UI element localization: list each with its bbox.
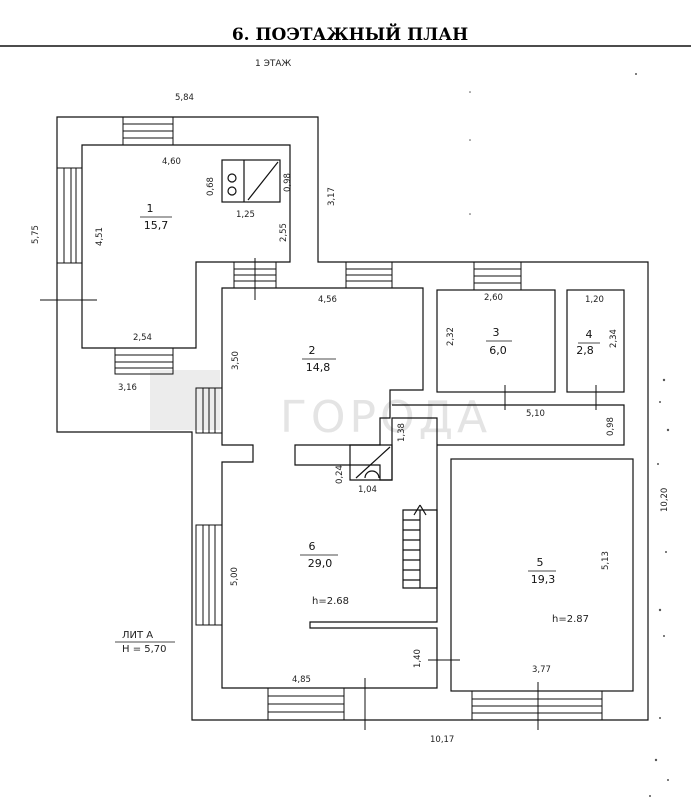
dim-label: 3,17	[327, 187, 337, 206]
dim-label: 10,20	[660, 488, 670, 512]
dim-label: 2,34	[609, 329, 619, 348]
dim-label: 1,40	[413, 649, 423, 668]
page-title: 6. ПОЭТАЖНЫЙ ПЛАН	[232, 23, 468, 45]
room-4-number: 4	[586, 328, 593, 341]
lit-height: Н = 5,70	[122, 644, 167, 655]
dim-label: 0,24	[335, 465, 345, 484]
room-5-height: h=2.87	[552, 614, 589, 625]
room-labels: 1 15,7 2 14,8 3 6,0 4 2,8 5 19,3 6 29,0	[140, 202, 600, 586]
dim-label: 5,75	[31, 225, 41, 244]
dim-label: 5,10	[526, 409, 545, 419]
dim-label: 2,54	[133, 333, 152, 343]
dim-label: 3,77	[532, 665, 551, 675]
room-2-area: 14,8	[306, 361, 331, 374]
dim-label: 1,38	[397, 423, 407, 442]
dim-label: 1,20	[585, 295, 604, 305]
room-3-area: 6,0	[489, 344, 507, 357]
dim-label: 0,68	[206, 177, 216, 196]
dim-label: 3,50	[231, 351, 241, 370]
dim-label: 2,32	[446, 327, 456, 346]
room-1-area: 15,7	[144, 219, 169, 232]
room-1-number: 1	[147, 202, 154, 215]
dim-label: 5,84	[175, 93, 194, 103]
dim-label: 10,17	[430, 735, 454, 745]
dim-label: 2,55	[279, 223, 289, 242]
dim-label: 1,04	[358, 485, 377, 495]
lit-label: ЛИТ А	[122, 630, 153, 641]
dim-label: 2,60	[484, 293, 503, 303]
room-6-number: 6	[309, 540, 316, 553]
dimension-labels: 5,84 4,60 0,68 0,98 1,25 3,17 5,75 4,51 …	[31, 93, 670, 745]
dim-label: 5,00	[230, 567, 240, 586]
dim-label: 4,60	[162, 157, 181, 167]
dim-label: 4,51	[95, 227, 105, 246]
windows	[56, 116, 603, 721]
room-5-area: 19,3	[531, 573, 556, 586]
room-6-area: 29,0	[308, 557, 333, 570]
dim-label: 0,98	[283, 173, 293, 192]
dim-label: 5,13	[601, 551, 611, 570]
room-2-number: 2	[309, 344, 316, 357]
dim-label: 4,56	[318, 295, 337, 305]
dim-label: 0,98	[606, 417, 616, 436]
dim-label: 4,85	[292, 675, 311, 685]
dim-label: 3,16	[118, 383, 137, 393]
scan-noise	[469, 73, 670, 797]
watermark-logo	[150, 370, 220, 430]
room-6-height: h=2.68	[312, 596, 349, 607]
dim-label: 1,25	[236, 210, 255, 220]
room-5-number: 5	[537, 556, 544, 569]
door-marks	[40, 258, 597, 730]
room-4-area: 2,8	[576, 344, 594, 357]
room-3-number: 3	[493, 326, 500, 339]
floor-label: 1 ЭТАЖ	[255, 59, 292, 69]
